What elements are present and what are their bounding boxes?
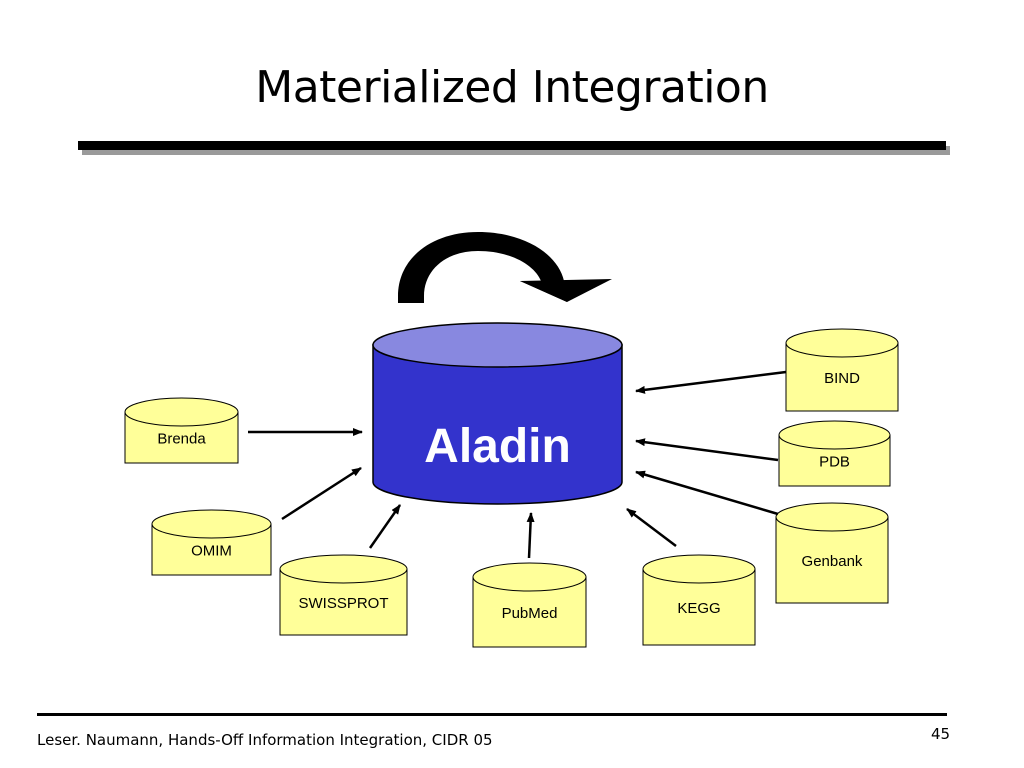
source-label: KEGG: [677, 600, 720, 617]
arrow-omim: [281, 466, 362, 521]
arrow-genbank: [635, 470, 779, 516]
arrow-bind: [635, 370, 787, 394]
source-pubmed-database: PubMed: [472, 562, 587, 648]
slide-title: Materialized Integration: [255, 62, 769, 113]
source-label: Brenda: [157, 431, 206, 448]
source-pdb-database: PDB: [778, 420, 891, 487]
arrow-pubmed: [526, 512, 535, 559]
source-omim-database: OMIM: [151, 509, 272, 576]
slide-footer: Leser. Naumann, Hands-Off Information In…: [37, 731, 493, 749]
source-bind-database: BIND: [785, 328, 899, 412]
aladin-label: Aladin: [424, 420, 571, 473]
source-label: PDB: [819, 454, 850, 471]
source-label: OMIM: [191, 543, 232, 560]
source-swissprot-database: SWISSPROT: [279, 554, 408, 636]
arrow-pdb: [635, 438, 779, 462]
source-genbank-database: Genbank: [775, 502, 889, 604]
aladin-database: Aladin: [372, 322, 623, 505]
title-rule-shadow: [82, 146, 950, 155]
source-brenda-database: Brenda: [124, 397, 239, 464]
title-rule: [78, 141, 946, 150]
page-number: 45: [931, 725, 951, 743]
footer-rule: [37, 713, 947, 716]
source-label: SWISSPROT: [298, 595, 388, 612]
source-label: BIND: [824, 370, 860, 387]
source-label: PubMed: [502, 605, 558, 622]
arrows: [248, 370, 787, 559]
source-kegg-database: KEGG: [642, 554, 756, 646]
arrow-swissprot: [368, 504, 402, 549]
curved-arrow-icon: [398, 232, 612, 303]
source-label: Genbank: [802, 553, 863, 570]
arrow-kegg: [626, 508, 677, 547]
